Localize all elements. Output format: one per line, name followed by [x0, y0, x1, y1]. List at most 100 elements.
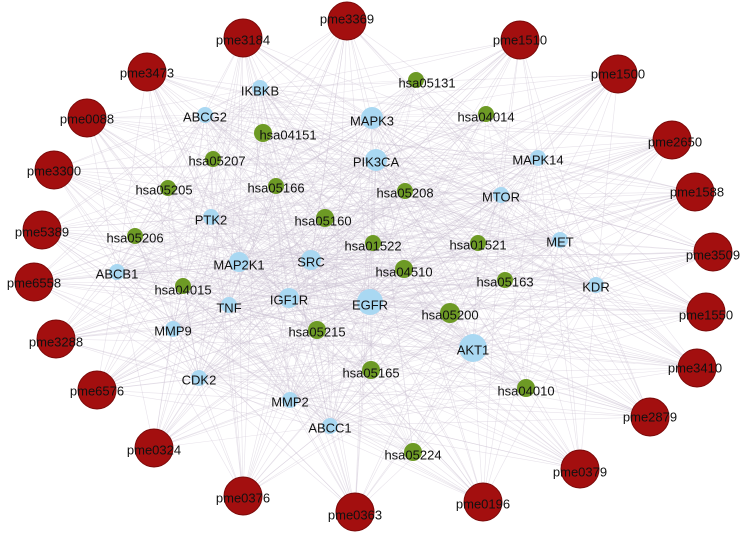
network-edge — [238, 261, 484, 503]
network-edge — [482, 284, 597, 503]
network-edge — [134, 157, 539, 237]
network-edge — [172, 73, 619, 330]
network-edge — [116, 251, 714, 273]
network-edge — [116, 271, 506, 281]
network-edge — [134, 235, 561, 241]
network-edge — [242, 87, 261, 497]
network-edge — [238, 37, 244, 263]
network-edge — [116, 271, 581, 470]
network-edge — [204, 114, 673, 141]
network-edge — [310, 242, 374, 261]
network-edge — [289, 191, 696, 401]
network-edge — [53, 169, 331, 427]
network-edge — [116, 158, 214, 273]
network-edge — [182, 285, 474, 349]
edge-layer — [33, 20, 714, 513]
network-edge — [228, 304, 451, 314]
network-edge — [371, 117, 581, 470]
network-edge — [86, 114, 206, 119]
network-edge — [116, 271, 707, 313]
network-edge — [116, 185, 277, 273]
network-edge — [482, 239, 561, 503]
network-edge — [228, 268, 405, 306]
compound-node-circle — [327, 1, 367, 41]
network-edge — [198, 377, 651, 418]
network-edge — [55, 259, 312, 340]
network-edge — [242, 157, 539, 497]
network-edge — [116, 139, 673, 273]
compound-node-circle — [675, 172, 715, 212]
network-edge — [259, 87, 405, 270]
network-edge — [134, 159, 377, 237]
network-edge — [210, 191, 696, 218]
pathway-node-hsa04510: hsa04510 — [375, 260, 433, 279]
compound-node-circle — [598, 54, 638, 94]
target-node-label: EGFR — [352, 297, 388, 312]
target-node-circle — [322, 418, 338, 434]
network-edge — [316, 159, 377, 331]
network-edge — [238, 261, 451, 314]
network-edge — [238, 113, 487, 263]
pathway-node-circle — [205, 151, 221, 167]
target-node-mmp2: MMP2 — [271, 392, 309, 409]
pathway-node-label: hsa05224 — [384, 447, 441, 462]
network-edge — [375, 159, 479, 244]
compound-node-circle — [652, 120, 692, 160]
compound-node-circle — [630, 397, 670, 437]
network-edge — [289, 242, 374, 401]
network-edge — [167, 187, 561, 241]
network-edge — [289, 268, 405, 401]
network-edge — [238, 139, 673, 263]
network-edge — [167, 187, 230, 306]
pathway-node-circle — [362, 361, 380, 379]
network-edge — [485, 113, 561, 241]
network-edge — [369, 279, 506, 303]
target-node-mapk3: MAPK3 — [350, 107, 394, 129]
target-node-abcc1: ABCC1 — [308, 418, 352, 435]
compound-node-circle — [14, 262, 54, 302]
compound-node-circle — [223, 476, 263, 516]
network-edge — [210, 216, 698, 369]
pathway-node-hsa05163: hsa05163 — [476, 272, 534, 289]
pathway-node-label: hsa01521 — [449, 237, 506, 252]
network-edge — [55, 301, 371, 340]
network-edge — [86, 117, 212, 218]
network-edge — [210, 216, 244, 497]
network-edge — [198, 369, 372, 379]
target-node-circle — [588, 277, 604, 293]
network-edge — [275, 185, 312, 261]
target-node-circle — [252, 80, 268, 96]
network-edge — [238, 261, 651, 418]
network-edge — [375, 159, 698, 369]
network-edge — [375, 159, 484, 503]
network-edge — [262, 132, 377, 161]
network-edge — [204, 114, 414, 453]
network-edge — [412, 347, 474, 453]
network-edge — [316, 329, 474, 349]
network-edge — [228, 304, 414, 453]
network-edge — [204, 114, 714, 253]
network-edge — [172, 217, 326, 330]
network-edge — [172, 139, 673, 330]
network-edge — [134, 235, 291, 401]
network-edge — [116, 271, 651, 418]
network-edge — [346, 20, 377, 161]
target-node-map2k1: MAP2K1 — [213, 252, 265, 272]
network-edge — [134, 235, 474, 349]
network-edge — [472, 139, 673, 349]
network-edge — [86, 117, 174, 330]
target-node-circle — [279, 288, 299, 308]
network-edge — [53, 169, 212, 218]
network-edge — [33, 281, 200, 379]
network-edge — [324, 217, 561, 241]
network-edge — [198, 185, 277, 379]
network-edge — [153, 399, 291, 449]
network-edge — [595, 73, 619, 286]
pathway-node-circle — [160, 180, 176, 196]
network-edge — [182, 159, 377, 287]
network-edge — [198, 377, 484, 503]
network-edge — [53, 169, 174, 330]
network-edge — [33, 261, 240, 283]
network-edge — [210, 216, 651, 418]
compound-node-pme6576: pme6576 — [70, 370, 124, 410]
